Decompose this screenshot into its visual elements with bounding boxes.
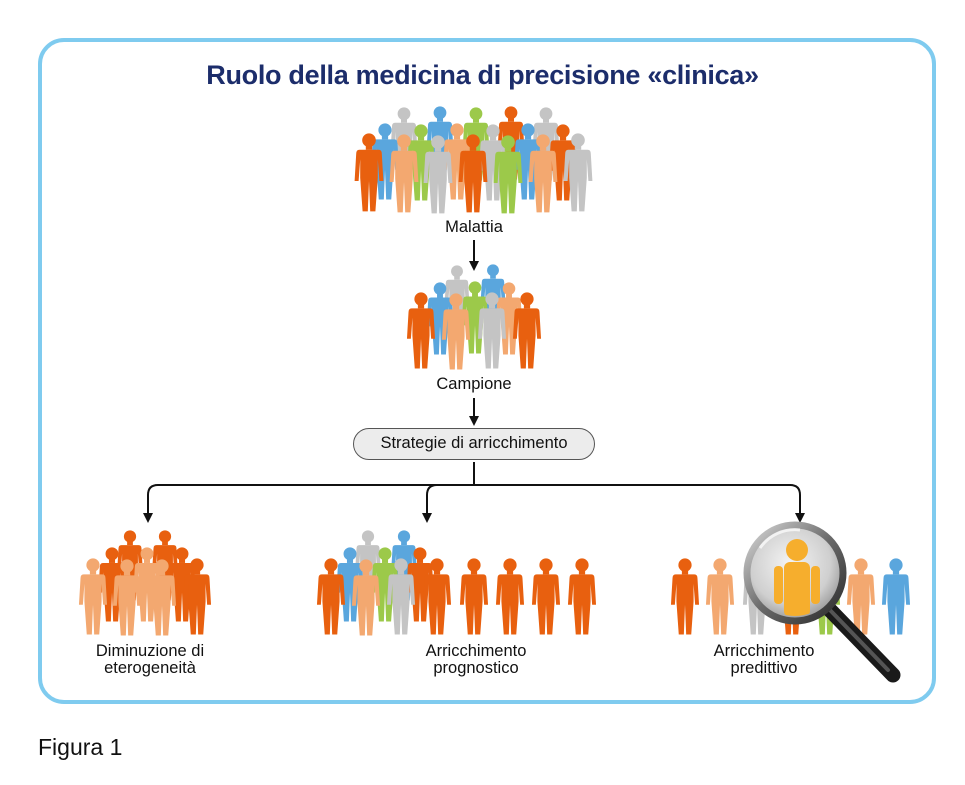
label-reduced-heterogeneity-line1: Diminuzione di [95, 642, 205, 660]
label-predictive-enrichment-line2: predittivo [730, 659, 798, 677]
label-predictive-enrichment: Arricchimento predittivo [684, 643, 844, 677]
highlighted-patient-icon [774, 539, 820, 616]
person-icon [354, 133, 384, 212]
person-icon [567, 558, 597, 635]
person-icon [147, 559, 177, 636]
person-icon [528, 134, 558, 213]
label-sample: Campione [436, 375, 512, 393]
label-reduced-heterogeneity: Diminuzione di eterogeneità [70, 643, 230, 677]
arrow-to-heterogeneity [143, 484, 159, 523]
magnifying-glass-icon [743, 521, 901, 683]
person-icon [846, 558, 876, 635]
label-prognostic-enrichment: Arricchimento prognostico [396, 643, 556, 677]
person-icon [423, 135, 453, 214]
person-icon [563, 133, 593, 212]
figure-title: Ruolo della medicina di precisione «clin… [206, 60, 759, 90]
figure-frame [38, 38, 936, 704]
person-icon [477, 292, 507, 369]
label-disease: Malattia [445, 218, 503, 236]
person-icon [670, 558, 700, 635]
person-icon [351, 559, 381, 636]
person-icon [112, 559, 142, 636]
person-icon [422, 558, 452, 635]
label-prognostic-enrichment-line2: prognostico [433, 659, 519, 677]
person-icon [531, 558, 561, 635]
person-icon [78, 558, 108, 635]
label-prognostic-enrichment-line1: Arricchimento [425, 642, 527, 660]
arrow-to-predictive [789, 484, 805, 523]
sample-population-group [406, 264, 542, 370]
person-icon [441, 293, 471, 370]
person-icon [512, 292, 542, 369]
figure-caption: Figura 1 [38, 734, 123, 760]
person-icon [458, 134, 488, 213]
person-icon [495, 558, 525, 635]
enrichment-strategies-box: Strategie di arricchimento [353, 428, 595, 460]
person-icon [316, 558, 346, 635]
arrow-to-prognostic [422, 484, 438, 523]
person-icon [459, 558, 489, 635]
person-icon [406, 292, 436, 369]
label-predictive-enrichment-line1: Arricchimento [713, 642, 815, 660]
person-icon [182, 558, 212, 635]
person-icon [705, 558, 735, 635]
person-icon [386, 558, 416, 635]
label-reduced-heterogeneity-line2: eterogeneità [104, 659, 196, 677]
person-icon [389, 134, 419, 213]
reduced-heterogeneity-group [78, 530, 212, 636]
branch-line [158, 462, 790, 486]
person-icon [881, 558, 911, 635]
disease-population-group [354, 106, 593, 214]
prognostic-enrichment-group [316, 530, 597, 636]
person-icon [493, 135, 523, 214]
